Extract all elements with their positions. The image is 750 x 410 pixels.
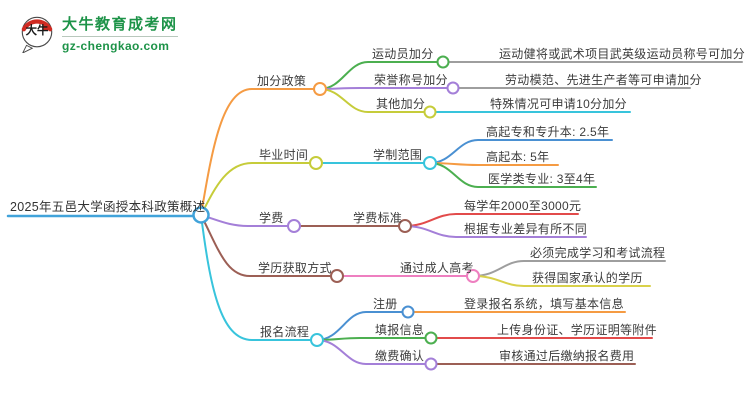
node-label-schooling-range: 学制范围 bbox=[373, 148, 423, 162]
branch-line-pay-confirm bbox=[316, 339, 426, 365]
node-circle-fill-info bbox=[424, 331, 438, 345]
leaf-label-tuition-1: 每学年2000至3000元 bbox=[464, 199, 582, 213]
logo-cow-icon: 大牛 bbox=[21, 16, 53, 53]
branch-line-signup-process bbox=[200, 214, 312, 341]
node-label-bonus-policy: 加分政策 bbox=[257, 74, 307, 88]
node-circle-signup-process bbox=[310, 333, 324, 347]
leaf-label-athlete-bonus: 运动健将或武术项目武英级运动员称号可加分 bbox=[499, 47, 746, 61]
node-label-adult-exam: 通过成人高考 bbox=[400, 261, 474, 275]
node-circle-graduation-time bbox=[309, 156, 323, 170]
node-label-degree-method: 学历获取方式 bbox=[258, 261, 332, 275]
node-circle-register bbox=[401, 305, 415, 319]
node-circle-athlete-bonus bbox=[436, 55, 450, 69]
logo-icon-text: 大牛 bbox=[26, 23, 49, 37]
leaf-label-fill-info: 上传身份证、学历证明等附件 bbox=[497, 323, 657, 337]
branch-line-degree-method bbox=[200, 214, 332, 277]
leaf-line-exam-2 bbox=[472, 275, 651, 287]
branch-line-fill-info bbox=[316, 337, 426, 341]
leaf-label-other-bonus: 特殊情况可申请10分加分 bbox=[490, 97, 627, 111]
node-label-pay-confirm: 缴费确认 bbox=[375, 349, 425, 363]
branch-line-bonus-policy bbox=[200, 88, 315, 216]
leaf-label-duration-3: 医学类专业: 3至4年 bbox=[488, 172, 596, 186]
node-circle-adult-exam bbox=[466, 269, 480, 283]
central-topic-label: 2025年五邑大学函授本科政策概述 bbox=[10, 200, 206, 214]
central-node-circle bbox=[192, 206, 210, 224]
node-circle-degree-method bbox=[330, 269, 344, 283]
node-label-graduation-time: 毕业时间 bbox=[259, 148, 309, 162]
node-label-register: 注册 bbox=[373, 297, 398, 311]
leaf-label-honor-bonus: 劳动模范、先进生产者等可申请加分 bbox=[505, 73, 702, 87]
leaf-label-duration-1: 高起专和专升本: 2.5年 bbox=[486, 125, 610, 139]
leaf-label-exam-1: 必须完成学习和考试流程 bbox=[530, 246, 666, 260]
node-circle-other-bonus bbox=[423, 105, 437, 119]
site-logo: 大牛 大牛教育成考网 gz-chengkao.com bbox=[18, 13, 178, 53]
leaf-label-register: 登录报名系统，填写基本信息 bbox=[464, 297, 624, 311]
node-circle-schooling-range bbox=[423, 156, 437, 170]
node-circle-tuition bbox=[287, 219, 301, 233]
node-label-signup-process: 报名流程 bbox=[260, 325, 310, 339]
node-label-athlete-bonus: 运动员加分 bbox=[372, 47, 434, 61]
site-name: 大牛教育成考网 bbox=[62, 13, 178, 37]
branch-line-honor-bonus bbox=[319, 87, 448, 90]
site-url: gz-chengkao.com bbox=[62, 39, 170, 53]
node-label-tuition: 学费 bbox=[259, 211, 284, 225]
node-label-tuition-standard: 学费标准 bbox=[353, 211, 403, 225]
leaf-label-pay-confirm: 审核通过后缴纳报名费用 bbox=[499, 349, 635, 363]
node-circle-tuition-standard bbox=[398, 219, 412, 233]
node-circle-honor-bonus bbox=[446, 81, 460, 95]
node-circle-bonus-policy bbox=[313, 82, 327, 96]
node-label-other-bonus: 其他加分 bbox=[376, 97, 426, 111]
node-label-honor-bonus: 荣誉称号加分 bbox=[374, 73, 448, 87]
node-circle-pay-confirm bbox=[424, 357, 438, 371]
branch-line-graduation-time bbox=[200, 162, 311, 216]
leaf-label-exam-2: 获得国家承认的学历 bbox=[532, 271, 643, 285]
node-label-fill-info: 填报信息 bbox=[375, 323, 425, 337]
leaf-label-duration-2: 高起本: 5年 bbox=[486, 150, 550, 164]
leaf-label-tuition-2: 根据专业差异有所不同 bbox=[464, 222, 588, 236]
